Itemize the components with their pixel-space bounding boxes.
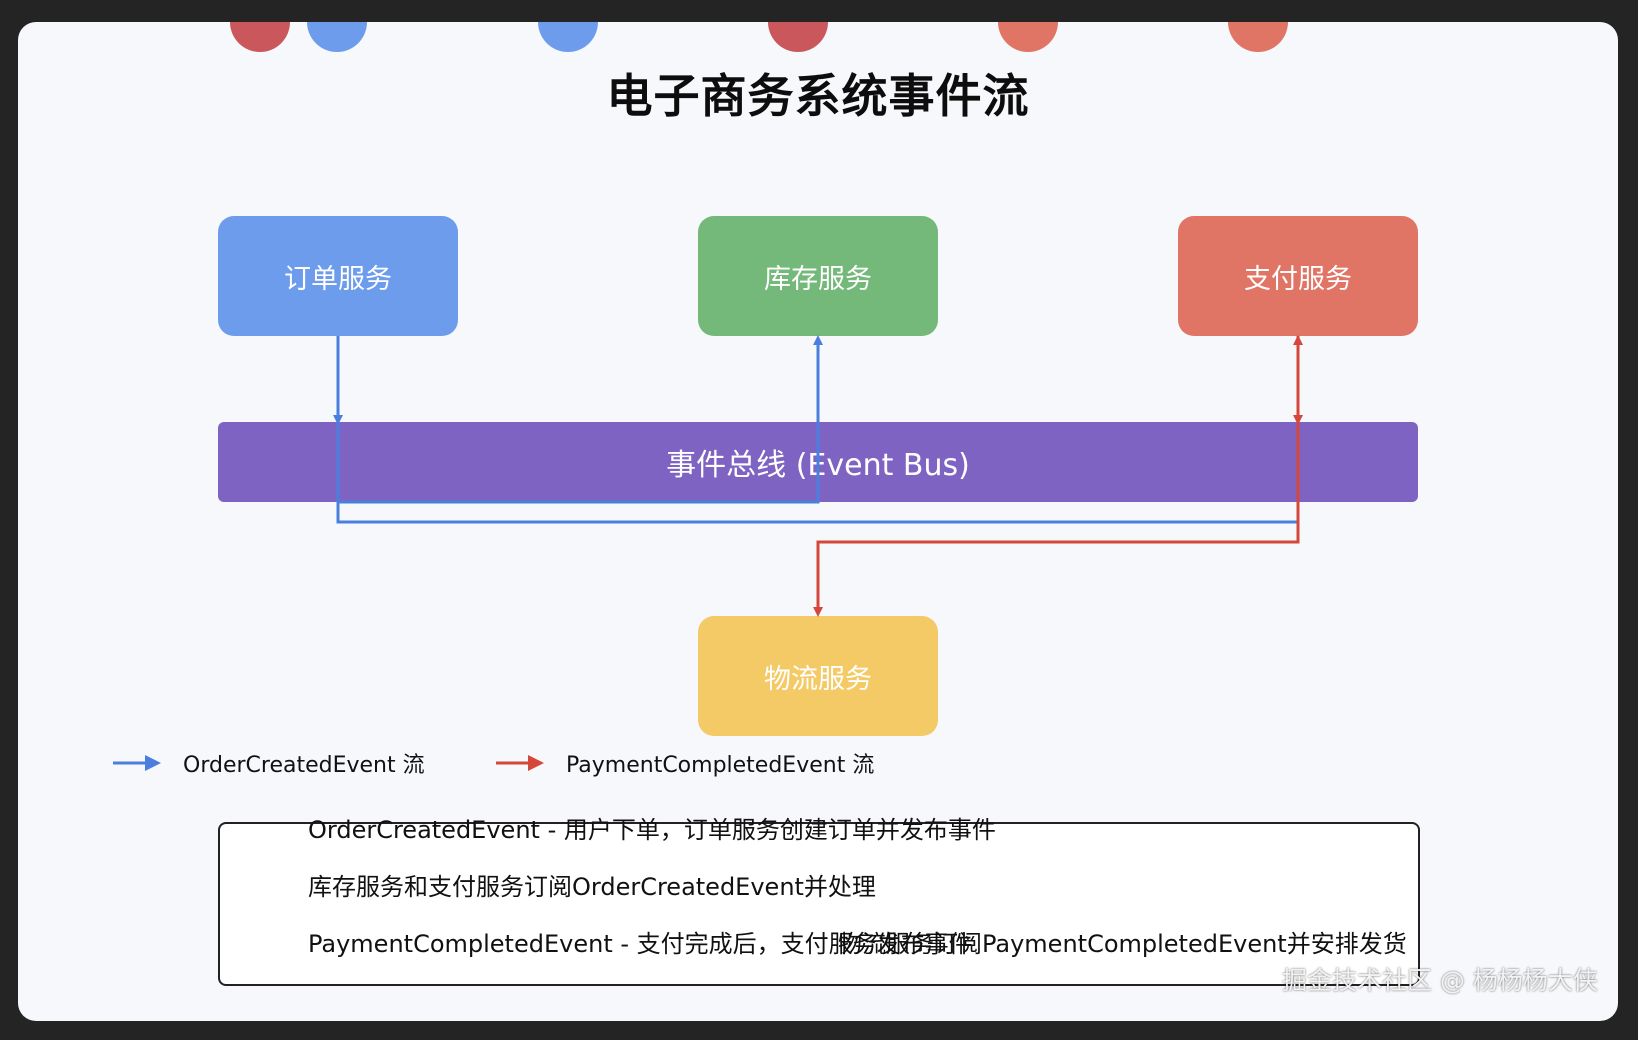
- legend-blue-arrow-icon: [113, 755, 161, 771]
- note-line: OrderCreatedEvent - 用户下单，订单服务创建订单并发布事件: [308, 816, 996, 844]
- inventory-service-label: 库存服务: [764, 263, 872, 295]
- decor-circle: [998, 22, 1058, 52]
- decor-circle: [230, 22, 290, 52]
- inventory-service-node[interactable]: 库存服务: [698, 216, 938, 336]
- legend-order-created: OrderCreatedEvent 流: [113, 747, 425, 779]
- decor-circle: [538, 22, 598, 52]
- event-bus-label: 事件总线 (Event Bus): [666, 448, 970, 483]
- logistics-service-node[interactable]: 物流服务: [698, 616, 938, 736]
- legend-red-arrow-icon: [496, 755, 544, 771]
- legend-label-payment-completed: PaymentCompletedEvent 流: [566, 753, 875, 778]
- payment-service-node[interactable]: 支付服务: [1178, 216, 1418, 336]
- note-line: 库存服务和支付服务订阅OrderCreatedEvent并处理: [308, 873, 876, 901]
- diagram-title: 电子商务系统事件流: [606, 69, 1030, 123]
- note-line: 物流服务订阅PaymentCompletedEvent并安排发货: [838, 930, 1407, 958]
- order-service-node[interactable]: 订单服务: [218, 216, 458, 336]
- payment-service-label: 支付服务: [1244, 263, 1352, 295]
- legend-label-order-created: OrderCreatedEvent 流: [183, 753, 425, 778]
- legend-payment-completed: PaymentCompletedEvent 流: [496, 747, 874, 779]
- diagram-canvas: 电子商务系统事件流 订单服务 库存服务 支付服务 事件总线 (Event Bus…: [18, 22, 1618, 1021]
- decor-circle: [1228, 22, 1288, 52]
- decor-circle: [307, 22, 367, 52]
- watermark: 掘金技术社区 @ 杨杨杨大侠: [1282, 966, 1598, 995]
- logistics-service-label: 物流服务: [764, 663, 872, 695]
- decor-circle: [768, 22, 828, 52]
- notes-box: [218, 822, 1420, 986]
- event-bus-node[interactable]: 事件总线 (Event Bus): [218, 422, 1418, 502]
- note-line: PaymentCompletedEvent - 支付完成后，支付服务发布事件: [308, 930, 973, 958]
- order-service-label: 订单服务: [284, 263, 392, 295]
